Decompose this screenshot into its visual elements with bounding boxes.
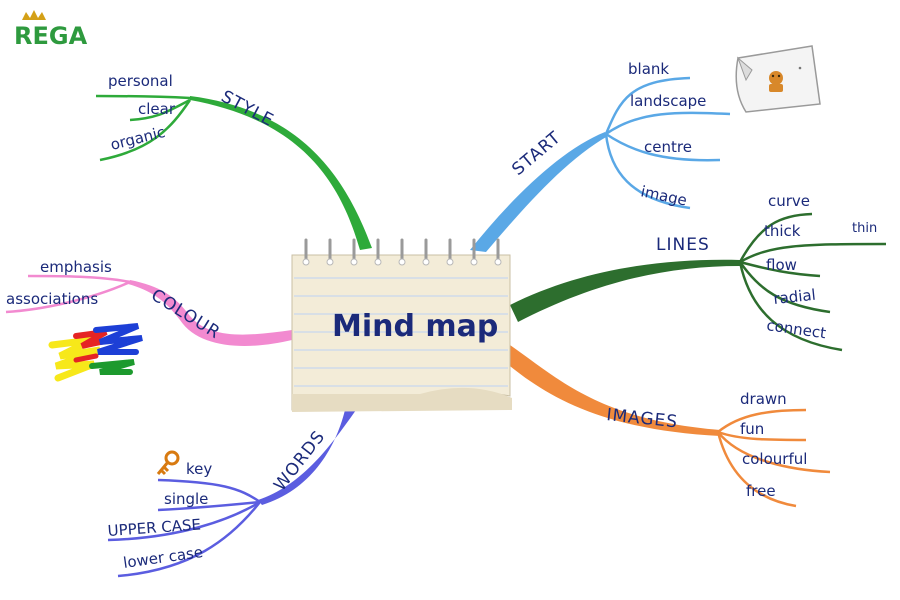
key-icon xyxy=(156,450,180,476)
leaf-flow: flow xyxy=(766,256,797,274)
leaf-blank: blank xyxy=(628,60,669,78)
leaf-colourful: colourful xyxy=(742,450,807,468)
center-title: Mind map xyxy=(332,309,498,344)
branch-words: WORDS key single UPPER CASE lower case xyxy=(107,410,356,578)
crown-icon xyxy=(22,10,46,20)
center-notepad: Mind map xyxy=(291,238,512,412)
leaf-fun: fun xyxy=(740,420,764,438)
logo-text: REGA xyxy=(14,22,88,50)
leaf-associations: associations xyxy=(6,290,98,308)
leaf-drawn: drawn xyxy=(740,390,787,408)
leaf-thin: thin xyxy=(852,221,877,236)
branch-label-style: STYLE xyxy=(218,87,278,131)
leaf-single: single xyxy=(164,490,208,508)
leaf-emphasis: emphasis xyxy=(40,258,112,276)
branch-label-images: IMAGES xyxy=(605,405,678,432)
branch-label-colour: COLOUR xyxy=(147,285,224,343)
leaf-free: free xyxy=(746,482,776,500)
leaf-connect: connect xyxy=(765,316,827,342)
leaf-radial: radial xyxy=(773,286,817,308)
leaf-centre: centre xyxy=(644,138,692,156)
leaf-thick: thick xyxy=(764,222,801,240)
branch-start: START blank landscape centre image xyxy=(470,60,731,252)
leaf-image: image xyxy=(639,182,688,209)
branch-style: STYLE personal clear organic xyxy=(95,72,372,250)
leaf-upper-case: UPPER CASE xyxy=(107,516,202,540)
spiral-notepad-icon xyxy=(291,238,512,412)
branch-lines: LINES curve thick thin flow radial conne… xyxy=(510,192,887,352)
branch-images: IMAGES drawn fun colourful free xyxy=(505,345,831,508)
leaf-curve: curve xyxy=(768,192,810,210)
page-with-cat-icon xyxy=(735,45,821,113)
leaf-personal: personal xyxy=(108,72,173,90)
rega-logo: REGA xyxy=(14,10,88,50)
leaf-landscape: landscape xyxy=(630,92,706,110)
branch-colour: COLOUR emphasis associations xyxy=(5,258,292,346)
colour-scribble-icon xyxy=(48,323,143,382)
branch-label-lines: LINES xyxy=(656,235,710,255)
leaf-clear: clear xyxy=(138,100,176,118)
leaf-key: key xyxy=(186,460,212,478)
